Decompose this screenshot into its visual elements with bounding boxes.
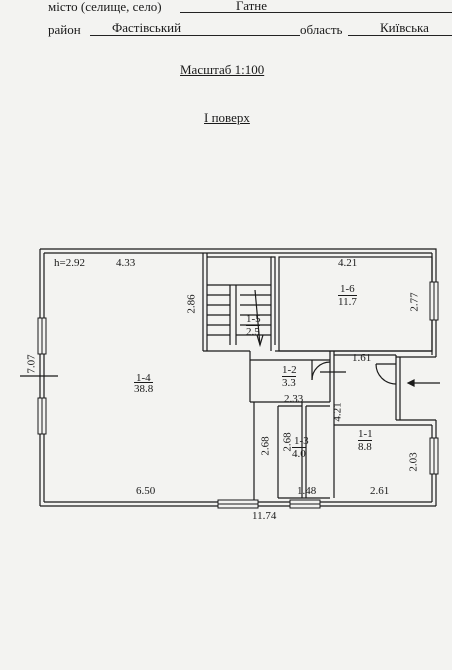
room-area: 2.5 bbox=[246, 325, 260, 338]
room-area: 3.3 bbox=[282, 376, 296, 389]
room-id: 1-1 bbox=[358, 428, 373, 440]
region-value: Київська bbox=[380, 20, 429, 35]
room-area: 11.7 bbox=[338, 295, 357, 308]
city-value: Гатне bbox=[236, 0, 268, 13]
room-id: 1-2 bbox=[282, 364, 297, 376]
dim-bottom-left: 6.50 bbox=[136, 485, 156, 497]
room-area: 38.8 bbox=[134, 382, 154, 395]
room-id: 1-5 bbox=[246, 313, 261, 325]
dim-left-side: 7.07 bbox=[25, 354, 38, 374]
dim-room13-left: 2.68 bbox=[259, 436, 272, 456]
city-underline bbox=[180, 12, 452, 13]
dim-bottom-mid: 1.48 bbox=[297, 485, 317, 497]
dim-top-right: 4.21 bbox=[338, 257, 358, 269]
room-id: 1-6 bbox=[340, 283, 355, 295]
room-area: 8.8 bbox=[358, 440, 372, 453]
dim-corridor-top: 1.61 bbox=[352, 352, 372, 364]
district-value: Фастівський bbox=[112, 20, 182, 35]
dim-bottom-total: 11.74 bbox=[252, 510, 277, 522]
district-label: район bbox=[48, 22, 81, 37]
height-note: h=2.92 bbox=[54, 257, 85, 269]
room-area: 4.0 bbox=[292, 447, 306, 460]
dim-corridor-left: 4.21 bbox=[331, 402, 344, 422]
dim-bottom-right: 2.61 bbox=[370, 485, 390, 497]
floor-title: І поверх bbox=[204, 110, 250, 125]
room-id: 1-4 bbox=[136, 372, 151, 384]
dim-right-lower: 2.03 bbox=[407, 452, 420, 472]
dim-room13-top: 2.33 bbox=[284, 393, 304, 405]
dim-right-upper: 2.77 bbox=[408, 292, 421, 312]
dim-top-left: 4.33 bbox=[116, 257, 136, 269]
region-label: область bbox=[300, 22, 343, 37]
scale-title: Масштаб 1:100 bbox=[180, 62, 265, 77]
city-label: місто (селище, село) bbox=[48, 0, 162, 14]
dim-stair-side: 2.86 bbox=[185, 294, 198, 314]
region-underline bbox=[348, 35, 452, 36]
district-underline bbox=[90, 35, 300, 36]
room-id: 1-3 bbox=[294, 435, 309, 447]
